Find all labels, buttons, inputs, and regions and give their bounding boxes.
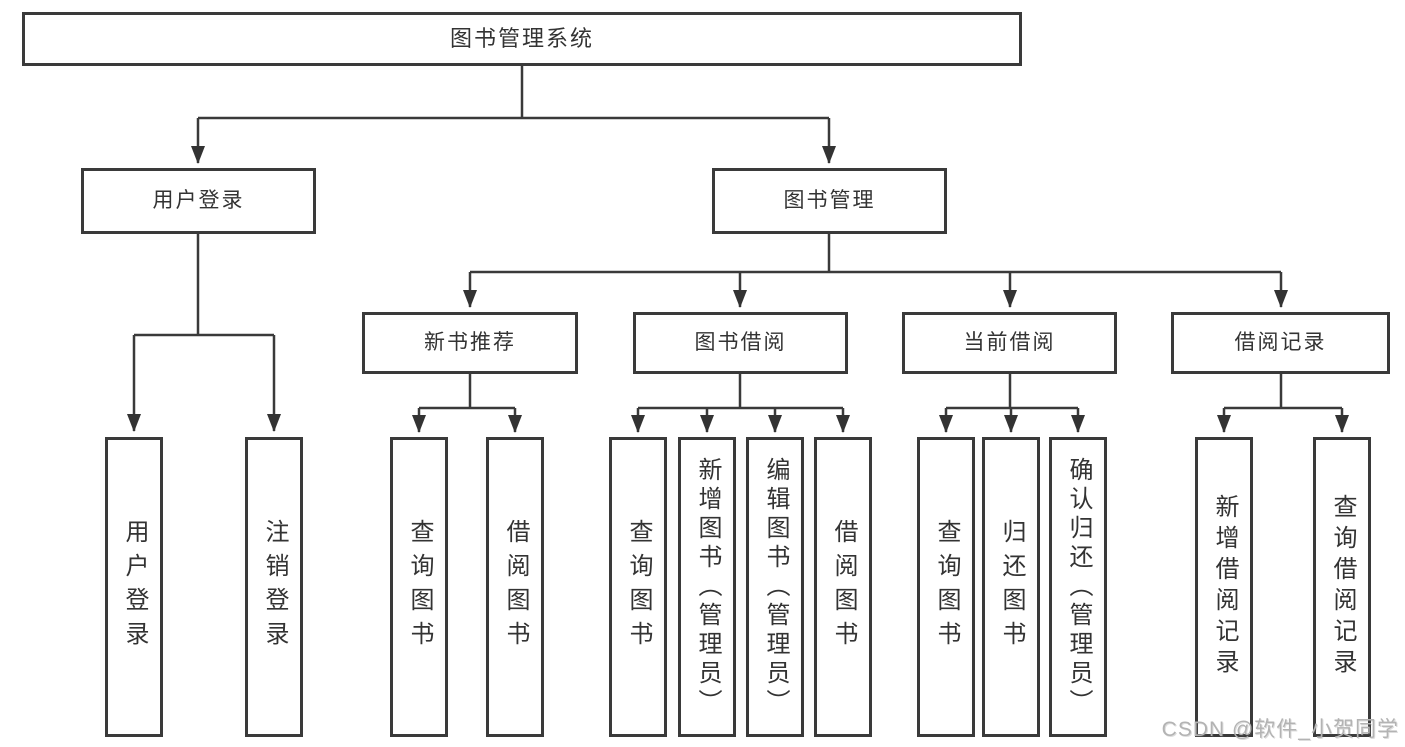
leaf-confirm-return-admin: 确认归还（管理员） — [1049, 437, 1107, 737]
leaf-borrowing-query-books-label: 查询图书 — [625, 519, 652, 655]
leaf-add-borrow-record: 新增借阅记录 — [1195, 437, 1253, 737]
node-book-management-label: 图书管理 — [783, 189, 876, 213]
csdn-watermark: CSDN @软件_小贺同学 — [1161, 718, 1399, 741]
leaf-user-login-label: 用户登录 — [121, 519, 148, 655]
leaf-add-books-admin: 新增图书（管理员） — [678, 437, 736, 737]
leaf-add-borrow-record-label: 新增借阅记录 — [1211, 494, 1238, 680]
leaf-query-borrow-record: 查询借阅记录 — [1313, 437, 1371, 737]
leaf-recommend-query-books: 查询图书 — [390, 437, 448, 737]
leaf-recommend-borrow-books: 借阅图书 — [486, 437, 544, 737]
leaf-edit-books-admin: 编辑图书（管理员） — [746, 437, 804, 737]
node-borrow-records: 借阅记录 — [1171, 312, 1390, 374]
leaf-recommend-query-books-label: 查询图书 — [406, 519, 433, 655]
leaf-user-login: 用户登录 — [105, 437, 163, 737]
node-current-borrowing: 当前借阅 — [902, 312, 1117, 374]
leaf-confirm-return-admin-label: 确认归还（管理员） — [1065, 456, 1092, 718]
leaf-borrowing-query-books: 查询图书 — [609, 437, 667, 737]
leaf-add-books-admin-label: 新增图书（管理员） — [694, 456, 721, 718]
node-user-login-label: 用户登录 — [152, 189, 245, 213]
leaf-current-query-books-label: 查询图书 — [933, 519, 960, 655]
node-new-book-recommend: 新书推荐 — [362, 312, 578, 374]
node-library-system: 图书管理系统 — [22, 12, 1022, 66]
leaf-borrowing-borrow-books-label: 借阅图书 — [830, 519, 857, 655]
node-new-book-recommend-label: 新书推荐 — [424, 331, 516, 355]
leaf-logout: 注销登录 — [245, 437, 303, 737]
leaf-return-books: 归还图书 — [982, 437, 1040, 737]
leaf-query-borrow-record-label: 查询借阅记录 — [1329, 494, 1356, 680]
leaf-edit-books-admin-label: 编辑图书（管理员） — [762, 456, 789, 718]
leaf-borrowing-borrow-books: 借阅图书 — [814, 437, 872, 737]
node-borrow-records-label: 借阅记录 — [1234, 331, 1327, 355]
node-book-borrowing-label: 图书借阅 — [694, 331, 787, 355]
leaf-current-query-books: 查询图书 — [917, 437, 975, 737]
node-book-borrowing: 图书借阅 — [633, 312, 848, 374]
leaf-recommend-borrow-books-label: 借阅图书 — [502, 519, 529, 655]
leaf-return-books-label: 归还图书 — [998, 519, 1025, 655]
node-current-borrowing-label: 当前借阅 — [963, 331, 1056, 355]
node-book-management: 图书管理 — [712, 168, 947, 234]
node-library-system-label: 图书管理系统 — [449, 25, 594, 51]
leaf-logout-label: 注销登录 — [261, 519, 288, 655]
node-user-login: 用户登录 — [81, 168, 316, 234]
